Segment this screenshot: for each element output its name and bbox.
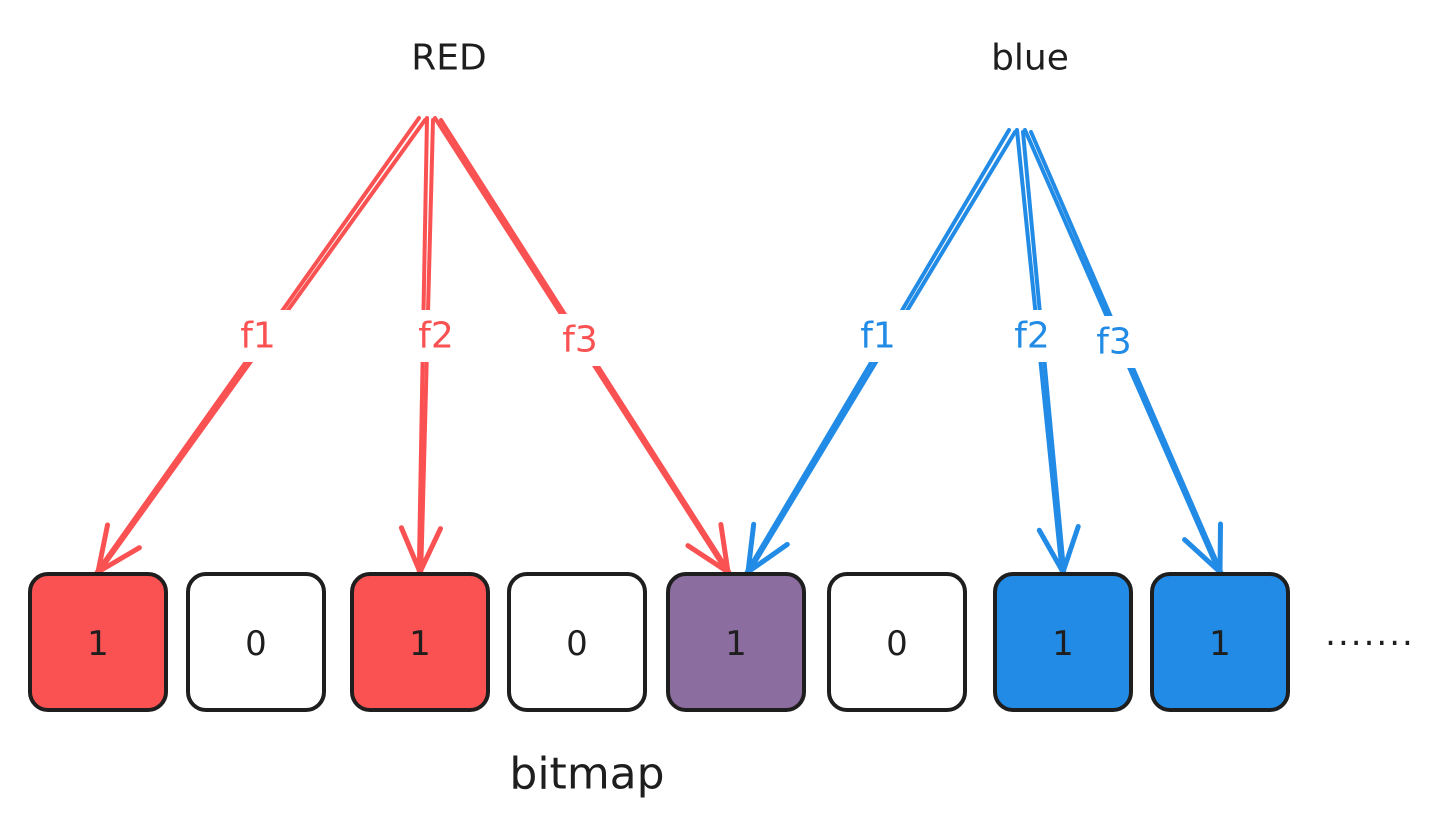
function-label-backdrop: [1000, 310, 1064, 362]
function-label-backdrop: [846, 310, 910, 362]
bitmap-cell-box: [1150, 572, 1290, 712]
hash-function-label: f3: [562, 320, 598, 361]
hash-function-label: f3: [1096, 322, 1132, 363]
bitmap-cell-value: 0: [566, 624, 588, 664]
bitmap-cell-box: [507, 572, 647, 712]
function-label-backdrop: [1082, 316, 1146, 368]
hash-arrow-red-f2: f2: [398, 116, 468, 575]
hash-function-label: f2: [418, 316, 454, 357]
hash-arrows: f1 f2 f3 f1 f2 f3: [94, 116, 1224, 575]
bitmap-cell-value: 1: [409, 624, 431, 664]
bitmap-cell: 1: [993, 572, 1133, 712]
bitmap-cell-value: 1: [725, 624, 747, 664]
hash-arrow-blue-f3: f3: [1023, 128, 1224, 575]
function-label-backdrop: [226, 310, 290, 362]
hash-arrow-blue-f1: f1: [744, 128, 1017, 575]
bitmap-cell: 1: [666, 572, 806, 712]
bitmap-cell-box: [993, 572, 1133, 712]
bitmap-cell: 0: [186, 572, 326, 712]
arrow-head: [745, 521, 790, 575]
bitmap-cell: 1: [350, 572, 490, 712]
bitmap-cell: 0: [827, 572, 967, 712]
bitmap-cell: 1: [1150, 572, 1290, 712]
bitmap-continuation: .......: [1325, 614, 1415, 654]
bitmap-cell-box: [350, 572, 490, 712]
bitmap-caption: bitmap: [509, 749, 664, 800]
bitmap-cell: 1: [28, 572, 168, 712]
bitmap-cells: 1 0 1 0 1 0 1 1: [28, 572, 1290, 712]
key-title-red: RED: [411, 38, 486, 79]
bitmap-cell-box: [28, 572, 168, 712]
bitmap-cell-value: 0: [886, 624, 908, 664]
hash-function-label: f1: [860, 316, 896, 357]
bitmap-cell-box: [827, 572, 967, 712]
function-label-backdrop: [404, 310, 468, 362]
key-title-blue: blue: [991, 38, 1069, 79]
bitmap-cell-value: 0: [245, 624, 267, 664]
bitmap-cell: 0: [507, 572, 647, 712]
hash-arrow-blue-f2: f2: [1000, 128, 1081, 575]
function-label-backdrop: [548, 314, 612, 366]
hash-arrow-red-f3: f3: [433, 116, 732, 575]
bitmap-cell-value: 1: [1209, 624, 1231, 664]
hash-function-label: f1: [240, 316, 276, 357]
hash-function-label: f2: [1014, 316, 1050, 357]
bitmap-cell-value: 1: [1052, 624, 1074, 664]
bitmap-cell-value: 1: [87, 624, 109, 664]
bitmap-cell-box: [186, 572, 326, 712]
bitmap-cell-box: [666, 572, 806, 712]
hash-arrow-red-f1: f1: [94, 116, 427, 575]
